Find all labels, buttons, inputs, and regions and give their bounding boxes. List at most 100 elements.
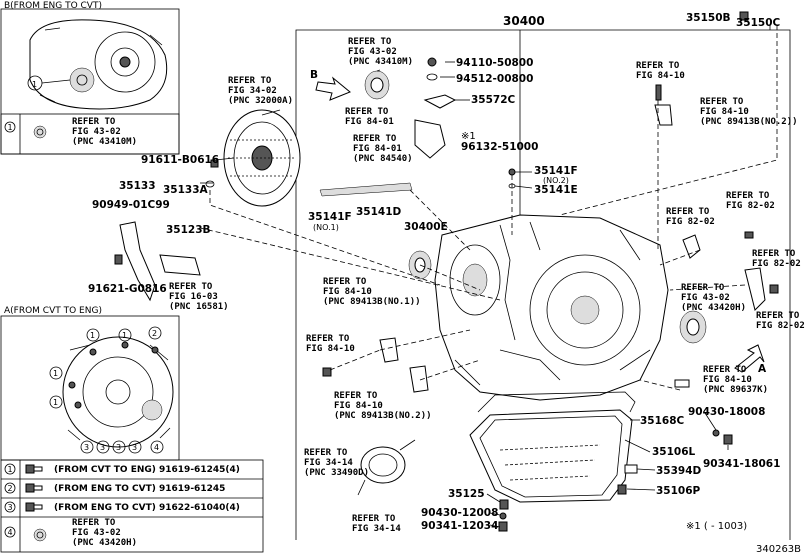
o-ring-icon [205, 180, 215, 188]
temp-sensor [674, 379, 690, 388]
oil-pan [469, 409, 633, 503]
speed-sensor [409, 365, 429, 393]
bolt-icon [744, 231, 754, 239]
part-label-91611-b0616: 91611-B0616 [141, 154, 219, 166]
bracket-icon [682, 234, 701, 259]
gasket-icon [499, 512, 507, 520]
part-label-35106p: 35106P [656, 485, 701, 497]
part-label-30400: 30400 [503, 14, 545, 28]
drain-plug-icon [723, 434, 733, 445]
inset-a: A(FROM CVT TO ENG) 1 1 2 1 1 3 3 3 3 4 [0, 306, 264, 553]
svg-text:A: A [758, 363, 767, 375]
svg-text:1: 1 [8, 465, 13, 474]
gasket-icon [508, 168, 516, 176]
svg-text:B: B [310, 69, 318, 81]
bolt-icon [617, 484, 627, 495]
part-label-35125: 35125 [448, 488, 485, 500]
part-label-35123b: 35123B [166, 224, 211, 236]
bolt-icon [322, 367, 332, 377]
svg-text:3: 3 [84, 443, 89, 452]
part-label-35150b: 35150B [686, 12, 731, 24]
inset-a-legend-3: (FROM ENG TO CVT) 91622-61040(4) [54, 503, 240, 513]
bracket-35123b [119, 221, 156, 302]
washer-icon [426, 73, 438, 81]
part-label-no1: (NO.1) [313, 223, 339, 232]
inset-a-title: A(FROM CVT TO ENG) [4, 306, 102, 316]
part-label-no2: (NO.2) [543, 176, 569, 185]
part-label-90430-18008: 90430-18008 [688, 406, 765, 418]
svg-text:4: 4 [8, 528, 13, 537]
svg-text:1: 1 [122, 331, 127, 340]
inset-b-housing-illustration [29, 19, 168, 110]
svg-text:1: 1 [32, 80, 37, 89]
part-label-35133: 35133 [119, 180, 156, 192]
part-label-90341-12034: 90341-12034 [421, 520, 498, 532]
svg-text:3: 3 [100, 443, 105, 452]
strainer-bolt-icon [499, 499, 509, 510]
svg-text:1: 1 [8, 123, 13, 132]
transaxle-housing [434, 214, 669, 401]
bracket-icon [744, 267, 766, 311]
part-label-30400e: 30400E [404, 221, 448, 233]
inset-a-legend-1: (FROM CVT TO ENG) 91619-61245(4) [54, 465, 240, 475]
inset-b-legend [0, 113, 180, 155]
plug-icon [739, 11, 749, 21]
svg-text:1: 1 [90, 331, 95, 340]
part-label-35141f-no2: 35141F [534, 165, 578, 177]
bolt-icon [769, 284, 779, 294]
svg-text:3: 3 [132, 443, 137, 452]
view-arrow-b: B [310, 69, 351, 101]
wire-harness-clamp [159, 254, 201, 276]
speed-sensor-no2 [654, 104, 673, 126]
svg-text:3: 3 [116, 443, 121, 452]
part-label-90949-01c99: 90949-01C99 [92, 199, 170, 211]
magnet-icon [624, 464, 638, 474]
part-label-91621-g0816: 91621-G0816 [88, 283, 167, 295]
leader-lines [199, 25, 778, 528]
bolt-icon [210, 159, 219, 168]
svg-text:2: 2 [152, 329, 157, 338]
svg-text:1: 1 [53, 398, 58, 407]
assembly-bracket [295, 29, 791, 540]
part-label-35141d: 35141D [356, 206, 402, 218]
inset-a-callouts: 1 1 2 1 1 3 3 3 3 4 [49, 326, 164, 454]
part-label-35394d: 35394D [656, 465, 702, 477]
part-illustrations [114, 11, 779, 532]
neutral-switch [414, 119, 446, 159]
inset-b-title: B(FROM ENG TO CVT) [4, 1, 102, 11]
part-label-90430-12008: 90430-12008 [421, 507, 498, 519]
bolt-icon [427, 57, 437, 67]
inset-a-housing-illustration [62, 336, 174, 448]
part-label-94512-00800: 94512-00800 [456, 73, 533, 85]
svg-text:2: 2 [8, 484, 13, 493]
bolt-icon [114, 254, 123, 265]
part-label-90341-18061: 90341-18061 [703, 458, 780, 470]
oil-seal-icon [33, 125, 47, 139]
oil-seal-right [679, 310, 707, 344]
note-marker: ※1 [461, 131, 476, 142]
part-label-94110-50800: 94110-50800 [456, 57, 533, 69]
speed-sensor-no1 [379, 337, 399, 363]
drawing-id: 340263B [756, 544, 801, 555]
oil-seal-top [364, 70, 390, 100]
oil-cooler [357, 439, 416, 496]
svg-text:1: 1 [53, 369, 58, 378]
inset-a-legend-2: (FROM ENG TO CVT) 91619-61245 [54, 484, 225, 494]
